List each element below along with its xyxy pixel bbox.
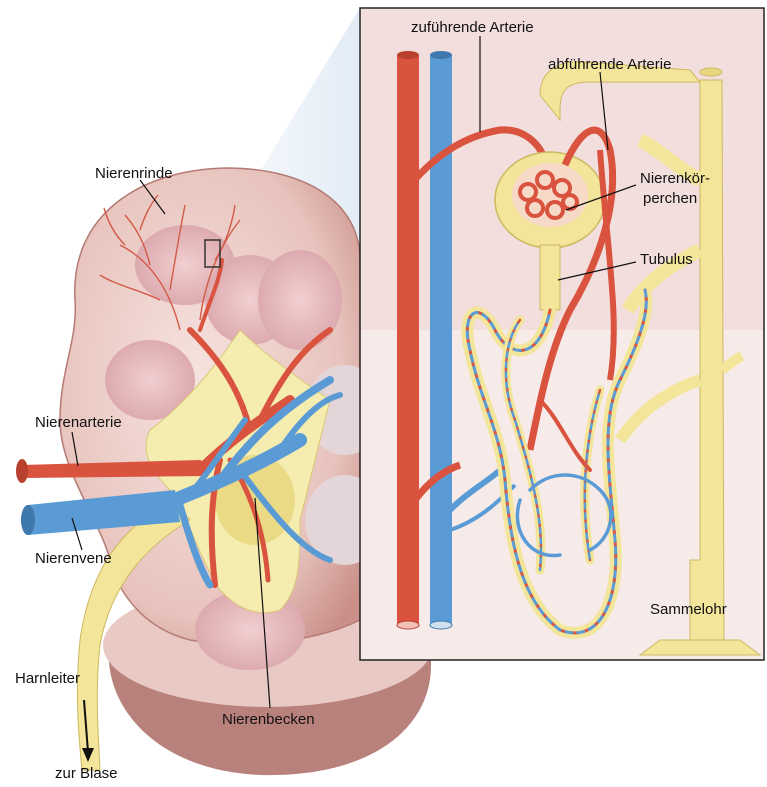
afferent-artery-vertical bbox=[397, 55, 419, 625]
renal-vein-opening bbox=[21, 505, 35, 535]
label-nierenbecken: Nierenbecken bbox=[222, 711, 315, 728]
label-sammelrohr: Sammelohr bbox=[650, 601, 727, 618]
renal-pyramid bbox=[258, 250, 342, 350]
label-nierenkoerperchen-line1: Nierenkör- bbox=[640, 170, 710, 187]
label-nierenrinde: Nierenrinde bbox=[95, 165, 173, 182]
vein-vertical bbox=[430, 55, 452, 625]
renal-artery bbox=[22, 460, 207, 478]
label-nierenarterie: Nierenarterie bbox=[35, 414, 122, 431]
label-nierenkoerperchen-line2: perchen bbox=[643, 190, 697, 207]
label-abfuehrende-arterie: abführende Arterie bbox=[548, 56, 671, 73]
label-zur-blase: zur Blase bbox=[55, 765, 118, 782]
label-zufuehrende-arterie: zuführende Arterie bbox=[411, 19, 534, 36]
label-nierenvene: Nierenvene bbox=[35, 550, 112, 567]
label-tubulus: Tubulus bbox=[640, 251, 693, 268]
label-harnleiter: Harnleiter bbox=[15, 670, 80, 687]
renal-artery-opening bbox=[16, 459, 28, 483]
nephron-inset bbox=[360, 8, 764, 660]
tubulus-neck bbox=[540, 245, 560, 310]
